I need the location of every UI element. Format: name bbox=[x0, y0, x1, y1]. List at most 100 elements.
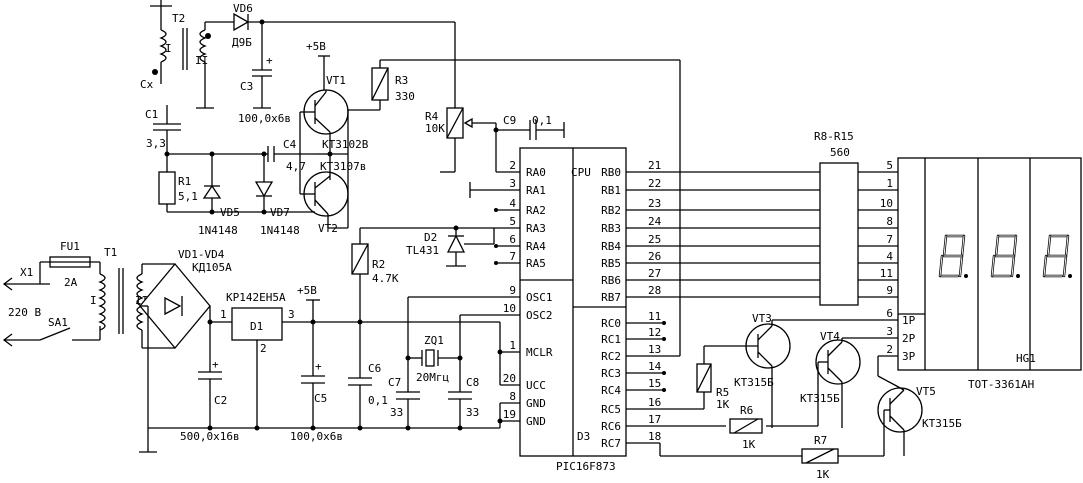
transistor-vt2 bbox=[303, 171, 349, 228]
display-hg1 bbox=[897, 157, 1082, 371]
vt2-label: VT2 bbox=[318, 222, 338, 235]
regulator-d1 bbox=[231, 299, 360, 428]
vt3-label: VT3 bbox=[752, 312, 772, 325]
x1-label: X1 bbox=[20, 266, 33, 279]
ground-bus bbox=[139, 402, 520, 453]
cpu-pin-number: 7 bbox=[509, 250, 516, 263]
cpu-title: CPU bbox=[571, 166, 591, 179]
r5-value: 1K bbox=[716, 398, 730, 411]
r7-value: 1K bbox=[816, 468, 830, 481]
cpu-pin-number: 24 bbox=[648, 215, 662, 228]
capacitor-c6 bbox=[348, 322, 372, 428]
c7-value: 33 bbox=[390, 406, 403, 419]
c5-value: 100,0х6в bbox=[290, 430, 343, 443]
transistor-vt5 bbox=[626, 355, 923, 464]
reg-pin-2: 2 bbox=[260, 342, 267, 355]
cpu-pin-osc2: OSC2 bbox=[526, 309, 553, 322]
segment-pin-number: 7 bbox=[886, 233, 893, 246]
svg-text:+: + bbox=[315, 360, 322, 373]
cpu-pin-rc4: RC4 bbox=[601, 384, 621, 397]
c5-label: C5 bbox=[314, 392, 327, 405]
cpu-pin-number: 11 bbox=[648, 310, 661, 323]
vd7-label: VD7 bbox=[270, 206, 290, 219]
cpu-pin-rc3: RC3 bbox=[601, 367, 621, 380]
cpu-pin-rb4: RB4 bbox=[601, 240, 621, 253]
c8-label: C8 bbox=[466, 376, 479, 389]
crystal-zq1 bbox=[396, 296, 520, 428]
r8-r15-value: 560 bbox=[830, 146, 850, 159]
r1-vd5-vd7-network bbox=[158, 146, 315, 213]
r2-value: 4.7K bbox=[372, 272, 399, 285]
fu1-label: FU1 bbox=[60, 240, 80, 253]
c6-value: 0,1 bbox=[368, 394, 388, 407]
vt2-type: КТ3107в bbox=[320, 160, 366, 173]
capacitor-c9 bbox=[496, 120, 565, 140]
common-pin-3p: 3P bbox=[902, 350, 916, 363]
c3-value: 100,0х6в bbox=[238, 112, 291, 125]
r6-value: 1K bbox=[742, 438, 756, 451]
c1-label: C1 bbox=[145, 108, 158, 121]
cpu-pin-rb3: RB3 bbox=[601, 222, 621, 235]
vt1-type: КТ3102В bbox=[322, 138, 369, 151]
d2-label: D2 bbox=[424, 231, 437, 244]
c2-value: 500,0х16в bbox=[180, 430, 240, 443]
r3-value: 330 bbox=[395, 90, 415, 103]
capacitor-c2: + bbox=[198, 322, 222, 428]
display-digits bbox=[938, 234, 1072, 278]
cpu-pin-number: 26 bbox=[648, 250, 661, 263]
seven-segment-digit bbox=[990, 234, 1020, 278]
t2-winding-2: II bbox=[195, 54, 208, 67]
potentiometer-r4 bbox=[440, 22, 520, 173]
c7-label: C7 bbox=[388, 376, 401, 389]
svg-text:+: + bbox=[266, 54, 273, 67]
cpu-pin-number: 25 bbox=[648, 233, 661, 246]
resistor-r2 bbox=[351, 228, 369, 322]
cpu-pin-number: 16 bbox=[648, 396, 661, 409]
cpu-right-pins: RB021RB122RB223RB324RB425RB526RB627RB728… bbox=[601, 159, 666, 450]
segment-pin-number: 8 bbox=[886, 215, 893, 228]
vt4-type: КТ315Б bbox=[800, 392, 840, 405]
cx-label: Cx bbox=[140, 78, 154, 91]
seven-segment-digit bbox=[1042, 234, 1072, 278]
common-pin-2p: 2P bbox=[902, 332, 916, 345]
vd6-label: VD6 bbox=[233, 2, 253, 15]
plus5v-top: +5В bbox=[306, 40, 326, 53]
cpu-pin-number: 21 bbox=[648, 159, 661, 172]
cpu-pin-rb5: RB5 bbox=[601, 257, 621, 270]
cpu-pin-number: 14 bbox=[648, 360, 662, 373]
svg-text:+: + bbox=[212, 358, 219, 371]
rb-bus: 5A1B10C8D7E4F11G9H bbox=[626, 159, 909, 304]
transformer-t2 bbox=[150, 0, 214, 109]
vd5-type: 1N4148 bbox=[198, 224, 238, 237]
ra1-ground bbox=[469, 182, 520, 198]
vd6-type: Д9Б bbox=[232, 36, 252, 49]
cpu-pin-number: 3 bbox=[509, 177, 516, 190]
common-pin-number: 6 bbox=[886, 307, 893, 320]
cpu-pin-gnd: GND bbox=[526, 415, 546, 428]
zq1-value: 20Мгц bbox=[416, 371, 449, 384]
vt4-label: VT4 bbox=[820, 330, 840, 343]
vt3-type: КТ315Б bbox=[734, 376, 774, 389]
cpu-pin-number: 17 bbox=[648, 413, 661, 426]
segment-pin-number: 4 bbox=[886, 250, 893, 263]
cpu-pin-number: 20 bbox=[503, 372, 516, 385]
cpu-pin-rb1: RB1 bbox=[601, 184, 621, 197]
fu1-value: 2A bbox=[64, 276, 78, 289]
t2-label: T2 bbox=[172, 12, 185, 25]
cpu-pin-ucc: UCC bbox=[526, 379, 546, 392]
cpu-pin-mclr: MCLR bbox=[526, 346, 553, 359]
c1-value: 3,3 bbox=[146, 137, 166, 150]
bridge-type: КД105А bbox=[192, 261, 232, 274]
cpu-pin-rc2: RC2 bbox=[601, 350, 621, 363]
capacitor-c3: + bbox=[252, 22, 273, 109]
bridge-label: VD1-VD4 bbox=[178, 248, 225, 261]
resistor-r3 bbox=[371, 59, 681, 357]
r8-r15-label: R8-R15 bbox=[814, 130, 854, 143]
capacitor-c1 bbox=[153, 105, 181, 154]
common-pin-number: 3 bbox=[886, 325, 893, 338]
t1-winding-1: I bbox=[90, 294, 97, 307]
cpu-pin-number: 13 bbox=[648, 343, 661, 356]
cpu-pin-number: 5 bbox=[509, 215, 516, 228]
cpu-pin-number: 19 bbox=[503, 408, 516, 421]
